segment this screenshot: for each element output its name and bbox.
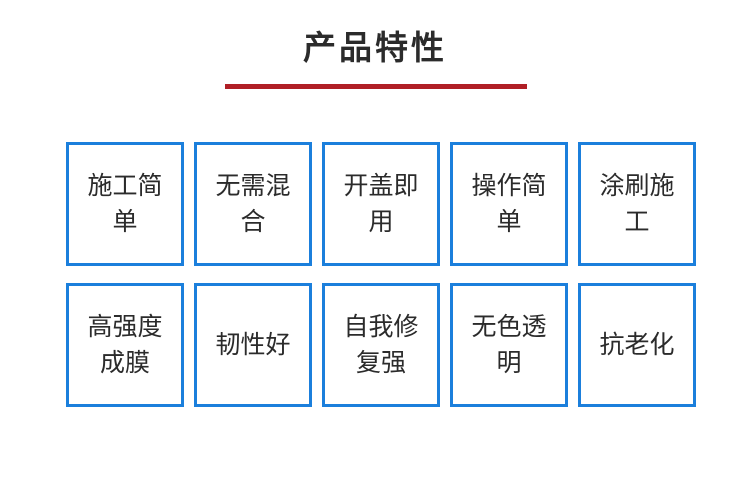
feature-box[interactable]: 高强度成膜 — [66, 283, 184, 407]
feature-label: 施工简单 — [87, 172, 163, 236]
feature-box[interactable]: 操作简单 — [450, 142, 568, 266]
feature-label: 高强度成膜 — [87, 313, 163, 377]
page-header: 产品特性 — [0, 26, 750, 70]
feature-box[interactable]: 自我修复强 — [322, 283, 440, 407]
feature-row: 高强度成膜 韧性好 自我修复强 无色透明 抗老化 — [66, 283, 696, 407]
feature-label: 无色透明 — [471, 313, 547, 377]
feature-box[interactable]: 无色透明 — [450, 283, 568, 407]
title-underline-divider — [225, 84, 527, 89]
feature-box[interactable]: 韧性好 — [194, 283, 312, 407]
feature-label: 无需混合 — [215, 172, 291, 236]
feature-label: 开盖即用 — [343, 172, 419, 236]
feature-label: 涂刷施工 — [599, 172, 675, 236]
feature-label: 韧性好 — [215, 331, 291, 359]
feature-box[interactable]: 无需混合 — [194, 142, 312, 266]
feature-label: 自我修复强 — [343, 313, 419, 377]
feature-label: 抗老化 — [599, 331, 675, 359]
feature-row: 施工简单 无需混合 开盖即用 操作简单 涂刷施工 — [66, 142, 696, 266]
page-title: 产品特性 — [303, 29, 447, 66]
feature-box[interactable]: 涂刷施工 — [578, 142, 696, 266]
feature-grid: 施工简单 无需混合 开盖即用 操作简单 涂刷施工 高强度成膜 韧性好 — [66, 142, 696, 407]
feature-box[interactable]: 施工简单 — [66, 142, 184, 266]
feature-box[interactable]: 开盖即用 — [322, 142, 440, 266]
feature-label: 操作简单 — [471, 172, 547, 236]
feature-box[interactable]: 抗老化 — [578, 283, 696, 407]
